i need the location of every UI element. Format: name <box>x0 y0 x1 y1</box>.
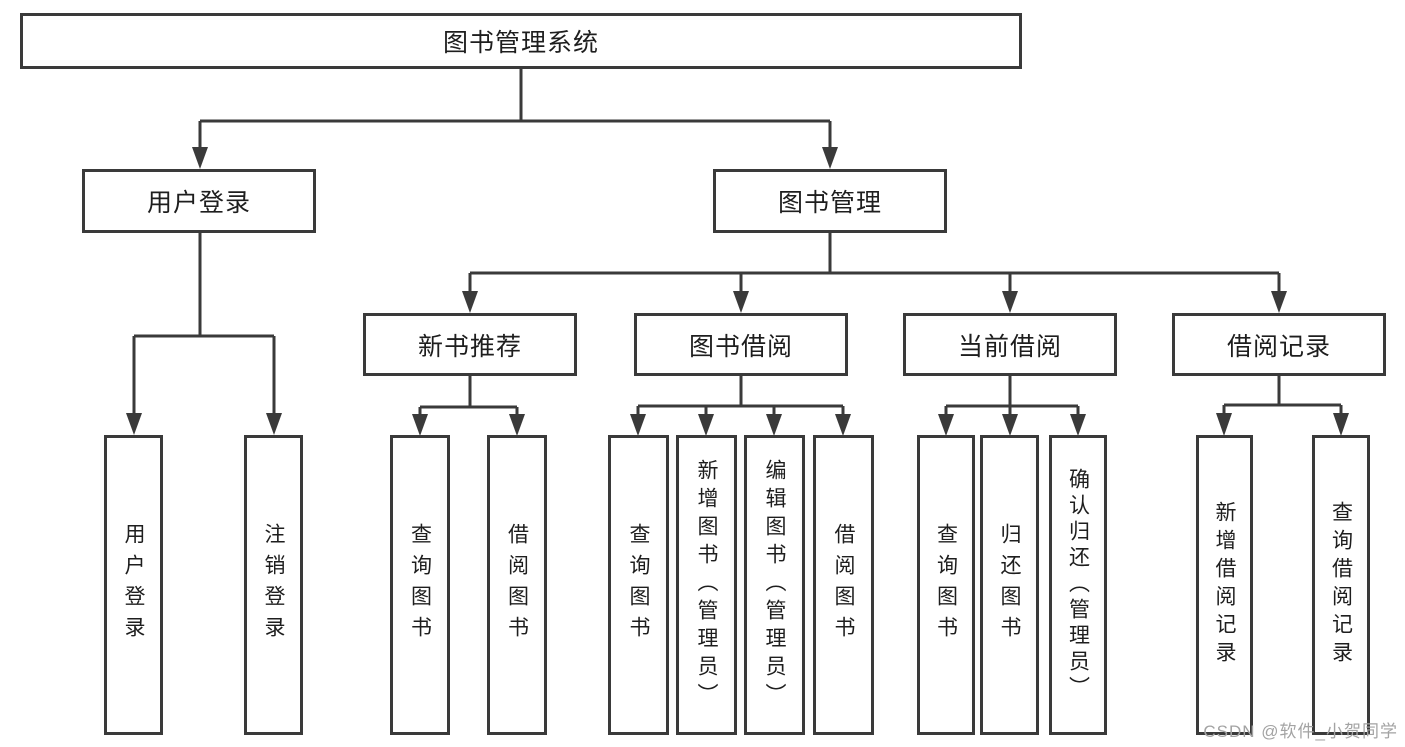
leaf-edit-books-admin: 编辑图书（管理员） <box>744 435 805 735</box>
leaf-borrow-books-recommend: 借阅图书 <box>487 435 547 735</box>
leaf-query-books-current: 查询图书 <box>917 435 975 735</box>
connector-current-borrow <box>944 376 1080 416</box>
leaf-logout: 注销登录 <box>244 435 303 735</box>
leaf-user-login: 用户登录 <box>104 435 163 735</box>
csdn-watermark: CSDN @软件_小贺同学 <box>1203 722 1398 741</box>
node-borrowing-records: 借阅记录 <box>1172 313 1386 376</box>
connector-root <box>198 68 832 148</box>
arrowhead-new-book <box>462 291 478 313</box>
arrowhead-cb-query <box>938 414 954 436</box>
arrowhead-book-mgmt <box>822 147 838 169</box>
arrowhead-current-borrow <box>1002 291 1018 313</box>
leaf-query-books-recommend: 查询图书 <box>390 435 450 735</box>
arrowhead-book-borrow <box>733 291 749 313</box>
arrowhead-nb-borrow <box>509 414 525 436</box>
leaf-query-borrow-record: 查询借阅记录 <box>1312 435 1370 735</box>
arrowhead-cb-confirm <box>1070 414 1086 436</box>
arrowhead-logout <box>266 413 282 435</box>
node-new-book-recommendation: 新书推荐 <box>363 313 577 376</box>
node-library-management-system: 图书管理系统 <box>20 13 1022 69</box>
node-book-borrowing: 图书借阅 <box>634 313 848 376</box>
arrowhead-cb-return <box>1002 414 1018 436</box>
leaf-return-books: 归还图书 <box>980 435 1039 735</box>
arrowhead-br-query <box>1333 413 1349 436</box>
node-current-borrowing: 当前借阅 <box>903 313 1117 376</box>
node-user-login: 用户登录 <box>82 169 316 233</box>
arrowhead-br-add <box>1216 413 1232 436</box>
arrowhead-nb-query <box>412 414 428 436</box>
arrowhead-bb-borrow <box>835 414 851 436</box>
node-book-management: 图书管理 <box>713 169 947 233</box>
leaf-add-borrow-record: 新增借阅记录 <box>1196 435 1253 735</box>
arrowhead-login <box>126 413 142 435</box>
connector-borrow-record <box>1222 376 1343 415</box>
arrowhead-bb-add <box>698 414 714 436</box>
arrowhead-bb-edit <box>766 414 782 436</box>
connector-book-borrow <box>636 376 845 416</box>
arrowhead-user-login <box>192 147 208 169</box>
arrowhead-borrow-record <box>1271 291 1287 313</box>
arrowhead-bb-query <box>630 414 646 436</box>
connector-new-book <box>418 376 519 416</box>
connector-user-login <box>132 233 276 414</box>
leaf-add-books-admin: 新增图书（管理员） <box>676 435 737 735</box>
leaf-query-books-borrowing: 查询图书 <box>608 435 669 735</box>
connector-book-mgmt <box>468 233 1281 292</box>
leaf-borrow-books-borrowing: 借阅图书 <box>813 435 874 735</box>
leaf-confirm-return-admin: 确认归还（管理员） <box>1049 435 1107 735</box>
